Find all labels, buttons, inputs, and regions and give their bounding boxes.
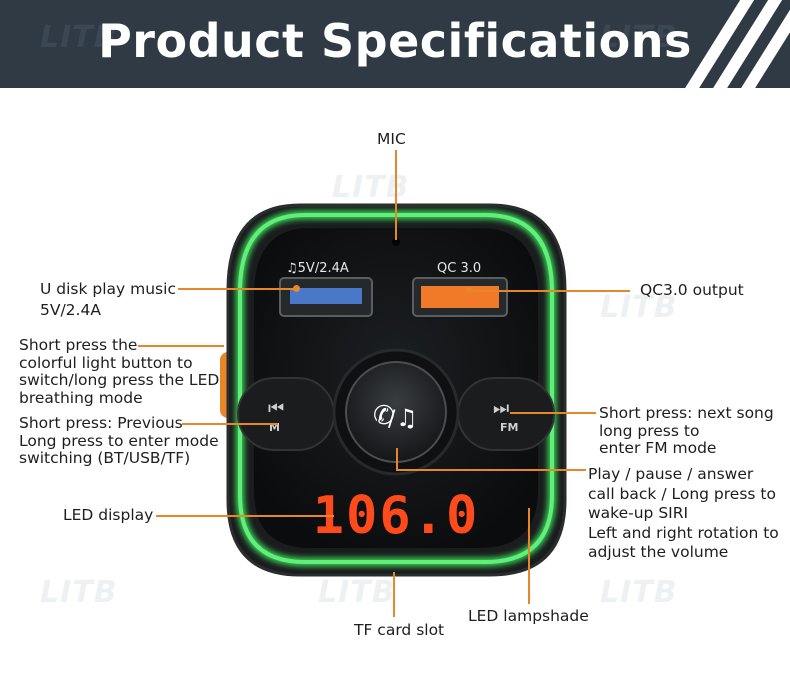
usb-port-insert <box>290 288 362 304</box>
callout-line-play-vertical <box>396 448 398 470</box>
previous-button-label: M <box>269 421 280 434</box>
phone-icon: ✆ <box>373 401 395 431</box>
page-title: Product Specifications <box>98 14 692 68</box>
mic-hole <box>392 238 400 246</box>
callout-line-play <box>396 469 586 471</box>
udisk-label: U disk play music 5V/2.4A <box>40 280 176 319</box>
callout-line-udisk <box>178 288 296 290</box>
watermark-logo: LITB <box>318 575 396 610</box>
callout-line-next <box>510 412 596 414</box>
music-icon: ♫ <box>396 404 418 432</box>
callout-line-light-button <box>138 345 224 347</box>
svg-text:/: / <box>388 407 396 432</box>
led-display-digits: 106.0 <box>313 486 480 546</box>
watermark-logo: LITB <box>600 575 678 610</box>
header-banner: LITB LITB Product Specifications <box>0 0 790 88</box>
next-label: Short press: next song long press to ent… <box>599 404 774 457</box>
play-label: Play / pause / answer call back / Long p… <box>588 465 779 561</box>
callout-line-led-display <box>156 515 334 517</box>
watermark-logo: LITB <box>40 575 118 610</box>
watermark-logo: LITB <box>600 20 678 55</box>
watermark-logo: LITB <box>40 20 118 55</box>
light-button-label: Short press the colorful light button to… <box>19 336 220 407</box>
qc-output-label: QC3.0 output <box>640 281 744 299</box>
next-icon: ⏭ <box>493 398 509 419</box>
led-ring <box>238 213 554 564</box>
callout-dot <box>466 287 473 294</box>
led-display-label: LED display <box>63 506 154 524</box>
callout-line-lampshade <box>528 508 530 604</box>
mic-label: MIC <box>377 130 406 148</box>
callout-line-previous <box>182 423 278 425</box>
lampshade-label: LED lampshade <box>468 607 589 625</box>
usb-label: ♫5V/2.4A <box>286 261 349 276</box>
tf-slot-label: TF card slot <box>354 621 445 639</box>
watermark-logo: LITB <box>600 290 678 325</box>
next-button-label: FM <box>500 421 518 434</box>
callout-line-qc <box>470 290 630 292</box>
callout-dot <box>293 285 300 292</box>
previous-label: Short press: Previous Long press to ente… <box>19 414 219 467</box>
callout-line-tf-slot <box>393 572 395 617</box>
previous-icon: ⏮ <box>268 398 284 419</box>
callout-line-mic <box>395 150 397 240</box>
qc-label: QC 3.0 <box>437 261 481 276</box>
previous-button <box>237 377 335 451</box>
